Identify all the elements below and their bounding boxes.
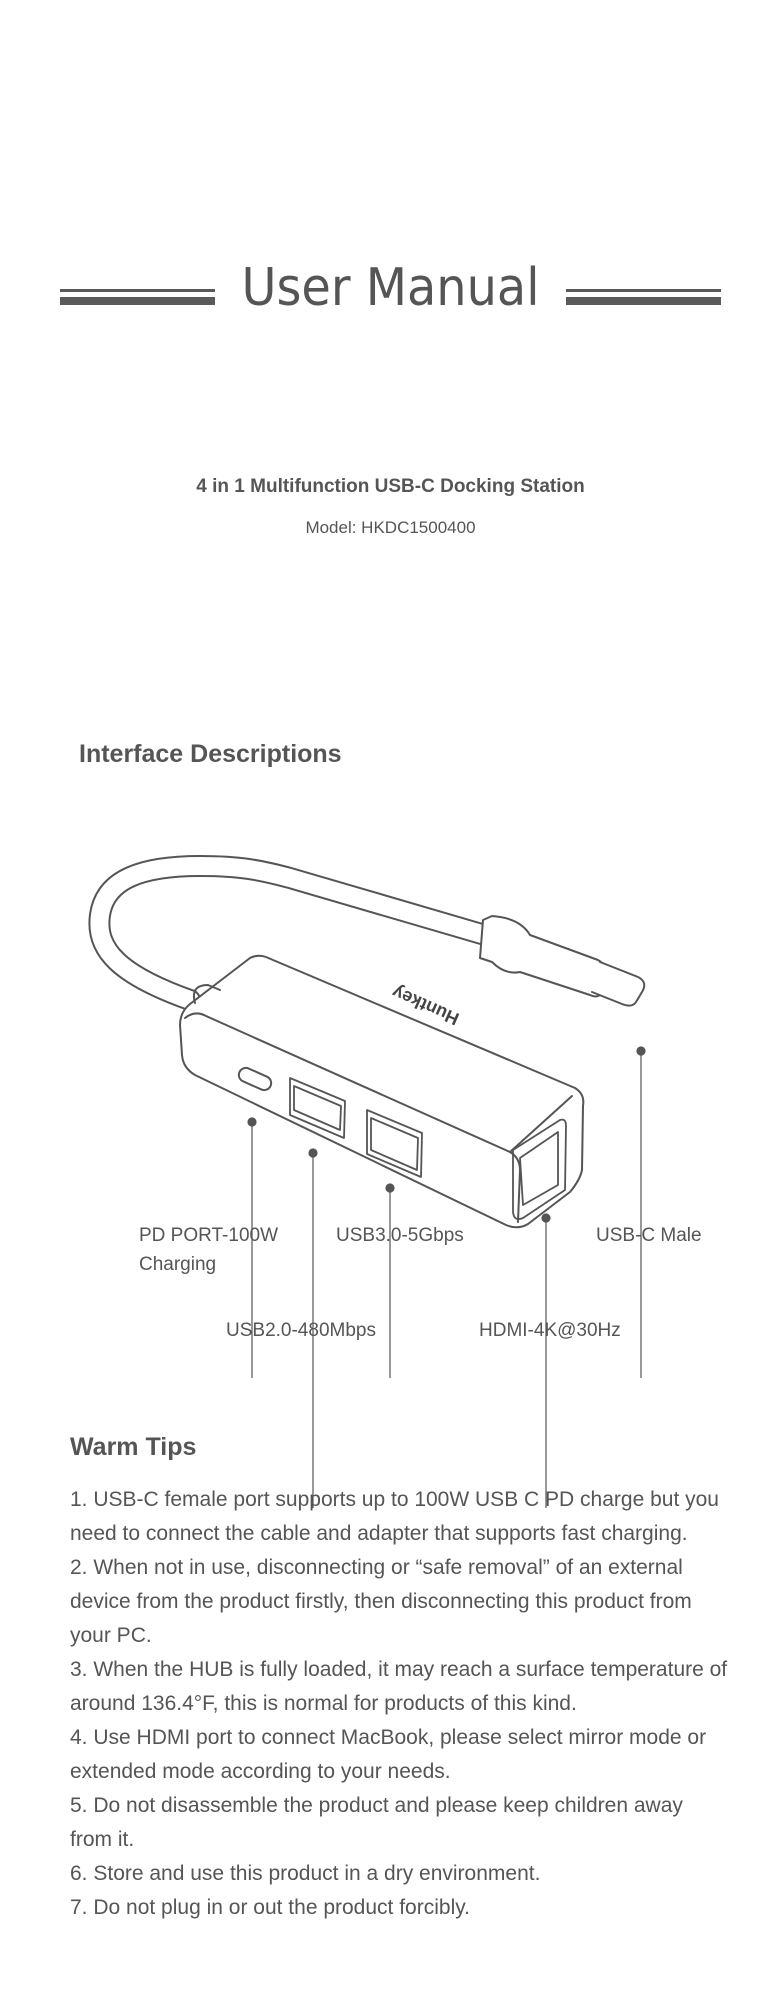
label-hdmi: HDMI-4K@30Hz (479, 1320, 621, 1341)
tip-item: 2. When not in use, disconnecting or “sa… (70, 1556, 692, 1647)
usb2-port (289, 1077, 346, 1139)
tip-item: 3. When the HUB is fully loaded, it may … (70, 1658, 728, 1715)
usbc-connector (479, 915, 609, 998)
warm-tips-heading: Warm Tips (70, 1433, 197, 1461)
tip-item: 4. Use HDMI port to connect MacBook, ple… (70, 1726, 707, 1783)
usb3-port (366, 1109, 423, 1178)
warm-tips-list: 1. USB-C female port supports up to 100W… (70, 1483, 730, 1925)
label-usb3: USB3.0-5Gbps (336, 1225, 464, 1246)
interface-heading: Interface Descriptions (79, 740, 342, 768)
tip-item: 7. Do not plug in or out the product for… (70, 1896, 471, 1919)
label-pd-port-line1: PD PORT-100W (139, 1225, 279, 1246)
page-title: User Manual (241, 258, 540, 318)
label-pd-port-line2: Charging (139, 1254, 217, 1275)
hdmi-port (512, 1118, 567, 1221)
hub-body (179, 954, 585, 1229)
label-usbc-male: USB-C Male (596, 1225, 702, 1246)
model-number: Model: HKDC1500400 (305, 518, 476, 537)
tip-item: 5. Do not disassemble the product and pl… (70, 1794, 683, 1851)
tip-item: 6. Store and use this product in a dry e… (70, 1862, 541, 1885)
label-usb2: USB2.0-480Mbps (226, 1320, 376, 1341)
product-name: 4 in 1 Multifunction USB-C Docking Stati… (196, 476, 585, 497)
title-rule-left (60, 289, 215, 305)
tip-item: 1. USB-C female port supports up to 100W… (70, 1488, 719, 1545)
usbc-female-port (237, 1066, 273, 1092)
usbc-plug (591, 961, 646, 1007)
label-pd-port: PD PORT-100W Charging (139, 1221, 278, 1279)
title-rule-right (566, 289, 721, 305)
